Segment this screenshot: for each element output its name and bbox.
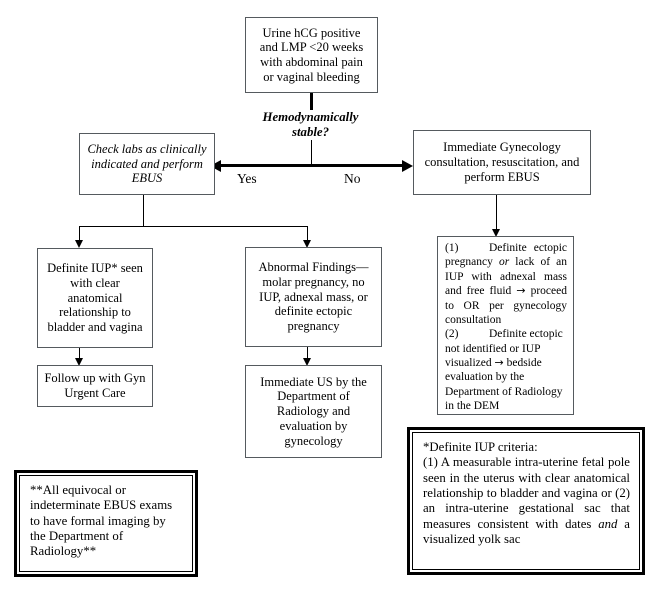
note-iup-criteria-body-b: a visualized yolk sac (423, 516, 630, 547)
node-abnormal-findings-line3: IUP, adnexal mass, or (259, 289, 368, 304)
gyn-action-2-text-a: Definite ectopic not identified or IUP v… (445, 328, 563, 369)
node-definite-iup-line3: anatomical (67, 290, 123, 305)
node-immediate-us-line2: Department of (277, 389, 350, 404)
node-start-text: Urine hCG positive and LMP <20 weeks wit… (246, 26, 377, 85)
gyn-action-2-text-b: bedside evaluation by the Department of … (445, 357, 563, 413)
node-immediate-gyn-line1: Immediate Gynecology (443, 140, 561, 155)
gyn-action-1-text-a: Definite ectopic pregnancy (445, 242, 567, 269)
node-start-line3: with abdominal pain (260, 55, 363, 69)
node-definite-iup-line5: bladder and vagina (47, 320, 143, 335)
note-iup-criteria-heading: *Definite IUP criteria: (423, 440, 538, 454)
node-check-labs-text: Check labs as clinically indicated and p… (80, 142, 214, 186)
node-definite-iup-line2: with clear (70, 275, 120, 290)
note-ebus-equivocal-text: **All equivocal or indeterminate EBUS ex… (30, 483, 173, 559)
connector-start-to-decision (310, 93, 313, 110)
node-start-line2: and LMP <20 weeks (259, 40, 364, 55)
node-follow-up-line2: Urgent Care (64, 386, 126, 400)
connector-definite-iup-down (79, 348, 81, 363)
node-follow-up-text: Follow up with Gyn Urgent Care (38, 371, 152, 401)
connector-abnormal-findings-down (307, 347, 309, 364)
node-immediate-us-line5: gynecology (284, 433, 343, 448)
decision-hemodynamically-stable: Hemodynamically stable? (238, 110, 383, 141)
gyn-action-1-emphasis: or (498, 256, 510, 269)
node-immediate-us-text: Immediate US by the Department of Radiol… (246, 375, 381, 449)
arrow-head-to-immediate-us (302, 358, 311, 366)
node-follow-up[interactable]: Follow up with Gyn Urgent Care (37, 365, 153, 407)
node-abnormal-findings-line4: definite ectopic (274, 304, 353, 319)
connector-left-split-leg-2 (307, 226, 309, 244)
note-iup-criteria-inner: *Definite IUP criteria: (1) A measurable… (412, 432, 640, 570)
node-definite-iup[interactable]: Definite IUP* seen with clear anatomical… (37, 248, 153, 348)
node-immediate-us-line1: Immediate US by the (260, 374, 367, 389)
arrow-head-to-abnormal-findings (302, 240, 311, 248)
note-ebus-equivocal: **All equivocal or indeterminate EBUS ex… (14, 470, 198, 577)
node-definite-iup-text: Definite IUP* seen with clear anatomical… (38, 261, 152, 335)
connector-decision-stem (310, 140, 312, 166)
node-start-line4: or vaginal bleeding (263, 69, 360, 84)
edge-label-no: No (344, 171, 361, 186)
node-follow-up-line1: Follow up with Gyn (44, 371, 146, 386)
node-check-labs-line2: indicated and perform (91, 156, 203, 171)
arrow-head-to-follow-up (74, 358, 83, 366)
node-check-labs-line3: EBUS (131, 171, 163, 186)
node-immediate-gyn-line3: perform EBUS (464, 169, 540, 184)
note-iup-criteria: *Definite IUP criteria: (1) A measurable… (407, 427, 645, 575)
note-iup-criteria-emphasis: and (598, 516, 618, 531)
node-definite-iup-line4: relationship to (59, 305, 131, 320)
decision-line1: Hemodynamically (262, 110, 359, 124)
node-start-line1: Urine hCG positive (262, 25, 361, 40)
connector-immediate-gyn-down (496, 195, 498, 231)
node-abnormal-findings-text: Abnormal Findings— molar pregnancy, no I… (246, 260, 381, 334)
node-check-labs[interactable]: Check labs as clinically indicated and p… (79, 133, 215, 195)
gyn-action-item-1: (1)Definite ectopic pregnancy or lack of… (445, 241, 567, 327)
node-immediate-us[interactable]: Immediate US by the Department of Radiol… (245, 365, 382, 458)
connector-check-labs-down (143, 195, 145, 227)
node-start[interactable]: Urine hCG positive and LMP <20 weeks wit… (245, 17, 378, 93)
node-immediate-us-line3: Radiology and (276, 404, 351, 419)
gyn-action-item-2: (2)Definite ectopic not identified or IU… (445, 327, 567, 413)
node-definite-iup-line1: Definite IUP* seen (47, 261, 143, 276)
edge-label-yes: Yes (237, 171, 257, 186)
decision-line2: stable? (292, 125, 329, 140)
node-immediate-us-line4: evaluation by (279, 418, 348, 433)
node-abnormal-findings[interactable]: Abnormal Findings— molar pregnancy, no I… (245, 247, 382, 347)
gyn-action-1-text-c: proceed to OR per gynecology consultatio… (445, 285, 567, 326)
gyn-action-1-number: (1) (445, 242, 459, 254)
connector-left-split-leg-1 (79, 226, 81, 244)
node-immediate-gynecology-text: Immediate Gynecology consultation, resus… (414, 140, 590, 184)
node-check-labs-line1: Check labs as clinically (87, 141, 207, 156)
node-abnormal-findings-line5: pregnancy (287, 319, 340, 334)
note-iup-criteria-body: (1) A measurable intra-uterine fetal pol… (423, 455, 630, 547)
node-abnormal-findings-line1: Abnormal Findings— (258, 260, 369, 275)
right-arrow-icon-2: → (494, 356, 504, 369)
node-immediate-gynecology[interactable]: Immediate Gynecology consultation, resus… (413, 130, 591, 195)
arrow-head-yes (210, 159, 221, 172)
connector-left-split-bar (79, 226, 308, 228)
note-iup-criteria-body-a: (1) A measurable intra-uterine fetal pol… (423, 455, 630, 531)
gyn-action-2-number: (2) (445, 328, 459, 341)
connector-yes-no-bar (220, 164, 403, 167)
node-abnormal-findings-line2: molar pregnancy, no (262, 274, 365, 289)
node-immediate-gyn-line2: consultation, resuscitation, and (424, 155, 580, 170)
gyn-action-1-text-b: lack of an IUP with adnexal mass and fre… (445, 256, 567, 298)
node-gyn-actions-text: (1)Definite ectopic pregnancy or lack of… (438, 237, 573, 418)
right-arrow-icon: → (516, 284, 526, 298)
arrow-head-to-gyn-actions (491, 229, 500, 237)
arrow-head-to-definite-iup (74, 240, 83, 248)
note-ebus-equivocal-inner: **All equivocal or indeterminate EBUS ex… (19, 475, 193, 572)
node-gyn-actions[interactable]: (1)Definite ectopic pregnancy or lack of… (437, 236, 574, 415)
arrow-head-no (402, 159, 413, 172)
